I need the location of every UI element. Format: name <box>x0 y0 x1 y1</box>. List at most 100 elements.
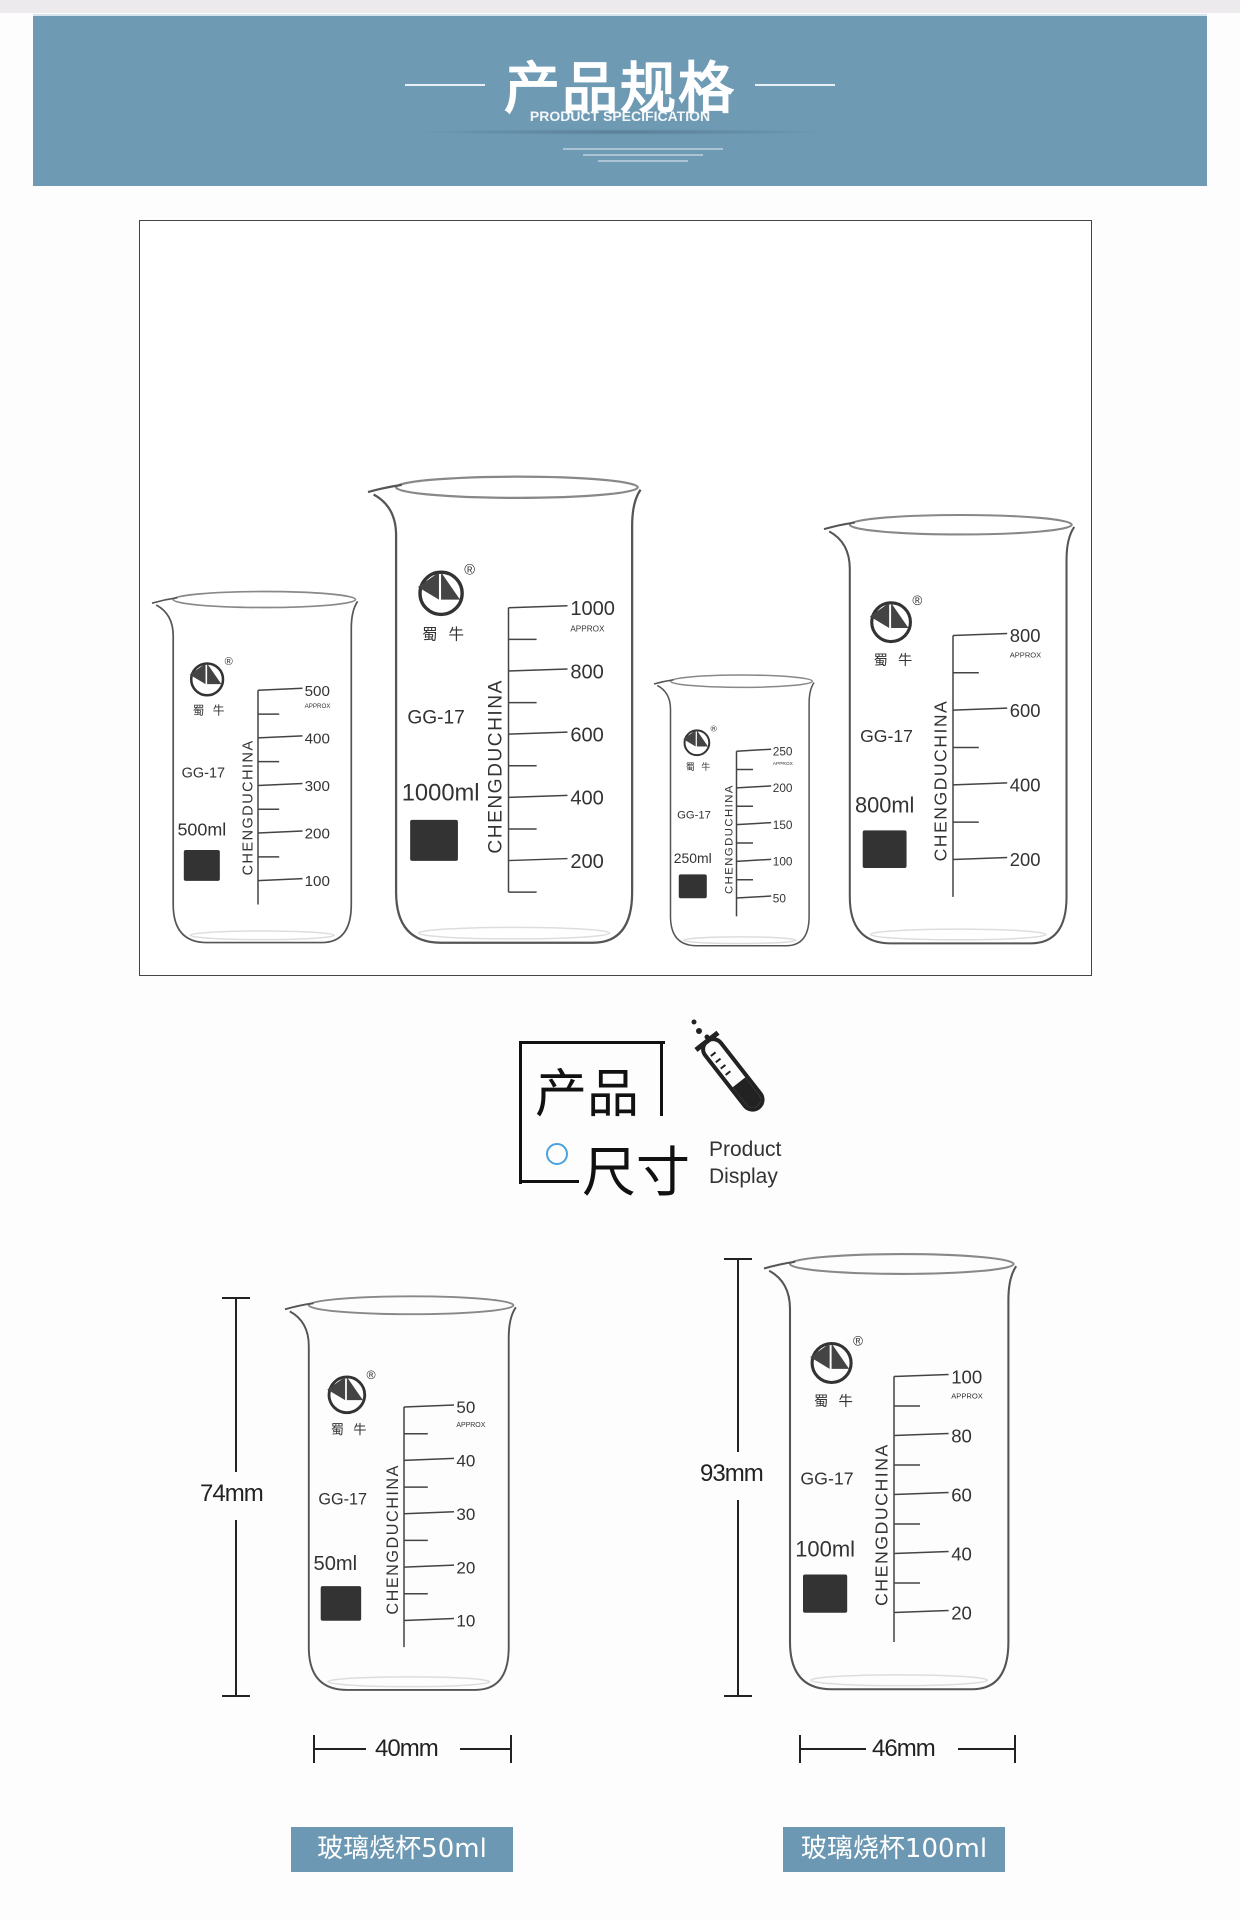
brand-logo-icon <box>189 662 225 697</box>
brand-name: 蜀牛 <box>193 703 233 717</box>
scale-major-tick <box>893 1373 949 1378</box>
section-english: Product Display <box>709 1136 781 1190</box>
scale-label: 1000 <box>570 598 615 620</box>
maker-text: CHENGDUCHINA <box>384 1464 402 1615</box>
brand-name: 蜀牛 <box>686 761 717 772</box>
scale-major-tick <box>403 1564 455 1568</box>
model-label: GG-17 <box>407 707 465 728</box>
scale-label: 60 <box>951 1484 972 1505</box>
scale-label: 50 <box>773 892 787 905</box>
registered-mark: ® <box>912 593 922 608</box>
scale-major-tick <box>508 668 568 672</box>
scale-label: 100 <box>773 856 793 869</box>
scale-label: 600 <box>1010 700 1041 721</box>
maker-text: CHENGDUCHINA <box>872 1443 892 1606</box>
scale-label: 20 <box>951 1602 972 1623</box>
scale-major-tick <box>736 858 772 863</box>
capacity-label: 800ml <box>855 793 914 818</box>
beaker-body <box>289 1306 517 1691</box>
approx-label: APPROX <box>951 1391 983 1400</box>
scale-label: 300 <box>305 778 330 795</box>
scale-major-tick <box>403 1617 455 1622</box>
scale-major-tick <box>257 830 303 834</box>
banner-title: 产品规格 <box>504 57 736 122</box>
capacity-label: 50ml <box>314 1553 358 1575</box>
scale-label: 100 <box>305 873 330 890</box>
brand-logo-icon <box>189 663 222 685</box>
approx-label: APPROX <box>570 625 605 634</box>
section-frame <box>519 1180 579 1183</box>
circle-icon <box>546 1143 568 1165</box>
model-label: GG-17 <box>860 726 913 746</box>
scale-major-tick <box>508 731 568 735</box>
width-label-50ml: 40mm <box>375 1735 439 1762</box>
section-frame <box>519 1041 665 1184</box>
banner-subtitle: PRODUCT SPECIFICATION <box>529 108 711 124</box>
beaker-spout <box>151 596 178 604</box>
section-english-line2: Display <box>709 1165 778 1188</box>
beaker-body <box>155 600 359 944</box>
label-patch <box>803 1574 848 1613</box>
maker-text: CHENGDUCHINA <box>485 679 506 853</box>
scale-label: 800 <box>1010 625 1041 646</box>
beaker-rim <box>394 475 639 500</box>
brand-logo-icon <box>683 729 711 757</box>
label-patch <box>410 819 458 861</box>
beaker-base <box>682 936 797 945</box>
product-tag-50ml: 玻璃烧杯50ml <box>291 1827 513 1872</box>
scale-label: 30 <box>456 1505 475 1524</box>
beaker-base <box>417 926 611 940</box>
scale-label: 100 <box>951 1366 982 1387</box>
scale-major-tick <box>893 1432 949 1437</box>
beaker-body <box>828 526 1076 945</box>
registered-mark: ® <box>853 1333 863 1348</box>
scale-label: 200 <box>305 826 330 843</box>
beaker-base <box>869 928 1047 941</box>
scale-major-tick <box>257 782 303 787</box>
test-tube-icon <box>691 1019 765 1112</box>
scale-major-tick <box>736 821 772 826</box>
brand-name: 蜀牛 <box>331 1422 376 1437</box>
top-strip <box>0 0 1240 13</box>
banner-fine-print <box>563 148 723 150</box>
scale-label: 400 <box>570 788 604 810</box>
maker-text: CHENGDUCHINA <box>241 739 257 875</box>
scale-label: 10 <box>456 1612 475 1631</box>
beaker-base <box>810 1674 989 1687</box>
width-label-100ml: 46mm <box>872 1735 936 1762</box>
section-title-line1: 产品 <box>535 1065 640 1125</box>
scale-major-tick <box>257 877 303 882</box>
scale-major-tick <box>893 1550 949 1555</box>
brand-logo-icon <box>870 601 912 644</box>
scale-major-tick <box>403 1404 455 1408</box>
banner-line-left <box>405 84 485 86</box>
beaker-spout <box>823 521 856 531</box>
scale-label: 200 <box>570 851 604 873</box>
banner-fine-print <box>598 160 688 162</box>
scale-major-tick <box>893 1491 949 1496</box>
scale-major-tick <box>257 735 303 739</box>
beaker-rim <box>307 1295 515 1316</box>
model-label: GG-17 <box>182 765 225 781</box>
model-label: GG-17 <box>800 1469 853 1489</box>
scale-major-tick <box>403 1457 455 1462</box>
scale-major-tick <box>508 794 568 799</box>
brand-logo-icon <box>683 730 709 747</box>
beaker-spout <box>367 483 402 494</box>
beaker-body <box>373 489 642 944</box>
beaker-rim <box>669 674 814 689</box>
beaker-spout <box>284 1302 314 1311</box>
capacity-label: 1000ml <box>402 781 480 807</box>
scale-major-tick <box>893 1609 949 1614</box>
maker-text: CHENGDUCHINA <box>723 784 735 894</box>
brand-logo-icon <box>327 1375 367 1415</box>
brand-name: 蜀牛 <box>874 652 923 669</box>
scale-label: 200 <box>773 782 793 795</box>
model-label: GG-17 <box>318 1491 367 1509</box>
scale-major-tick <box>952 856 1008 861</box>
beaker-base <box>327 1676 491 1688</box>
